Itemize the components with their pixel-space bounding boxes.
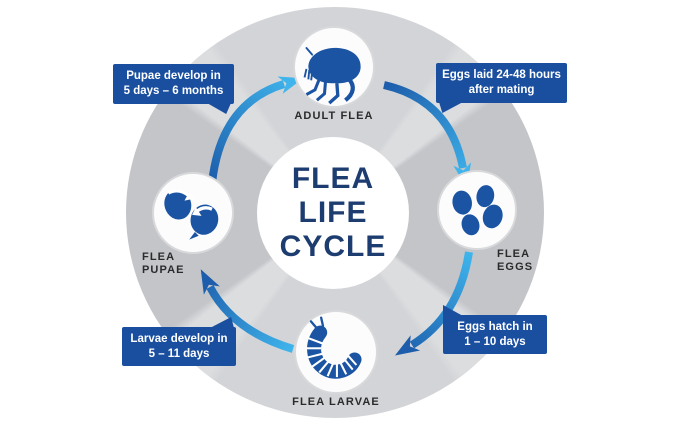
stage-label-flea-eggs-line-2: EGGS <box>497 261 534 273</box>
callout-tail <box>439 102 463 113</box>
stage-label-flea-eggs: FLEA EGGS <box>497 248 533 274</box>
callout-eggs-laid-line-1: Eggs laid 24-48 hours <box>442 69 561 81</box>
stage-label-adult-flea: ADULT FLEA <box>294 110 374 122</box>
callout-pupae-develop: Pupae develop in 5 days – 6 months <box>113 64 234 114</box>
flea-larva-icon <box>306 316 362 379</box>
stage-node-adult-flea <box>293 26 375 108</box>
callout-eggs-hatch-line-2: 1 – 10 days <box>464 335 526 348</box>
callout-eggs-hatch: Eggs hatch in 1 – 10 days <box>443 305 547 354</box>
stage-label-flea-pupae: FLEA PUPAE <box>142 251 185 277</box>
diagram-title-line-3: CYCLE <box>279 230 387 263</box>
callout-larvae-develop: Larvae develop in 5 – 11 days <box>122 317 236 366</box>
callout-eggs-hatch-line-1: Eggs hatch in <box>457 320 533 333</box>
diagram-title-line-1: FLEA <box>291 162 375 195</box>
flea-icon <box>303 47 361 105</box>
flea-eggs-icon <box>452 185 503 236</box>
stage-label-flea-pupae-line-2: PUPAE <box>142 264 185 276</box>
stage-node-flea-eggs <box>437 170 517 250</box>
stage-label-flea-eggs-line-1: FLEA <box>497 248 531 260</box>
stage-label-flea-pupae-line-1: FLEA <box>142 251 176 263</box>
callout-pupae-develop-line-2: 5 days – 6 months <box>123 85 224 97</box>
callout-larvae-develop-line-2: 5 – 11 days <box>148 347 210 360</box>
diagram-title-line-2: LIFE <box>298 196 368 229</box>
callout-eggs-laid: Eggs laid 24-48 hours after mating <box>436 63 567 113</box>
flea-pupae-icon <box>164 189 219 240</box>
stage-node-flea-larvae <box>294 310 378 394</box>
callout-eggs-laid-line-2: after mating <box>468 84 535 96</box>
callout-tail <box>207 103 231 114</box>
callout-tail <box>443 305 463 316</box>
callout-larvae-develop-line-1: Larvae develop in <box>130 332 228 345</box>
center-circle: FLEA LIFE CYCLE <box>257 137 409 289</box>
callout-pupae-develop-line-1: Pupae develop in <box>126 70 221 82</box>
stage-node-flea-pupae <box>152 172 234 254</box>
stage-label-flea-larvae: FLEA LARVAE <box>292 396 380 408</box>
callout-tail <box>210 317 234 328</box>
